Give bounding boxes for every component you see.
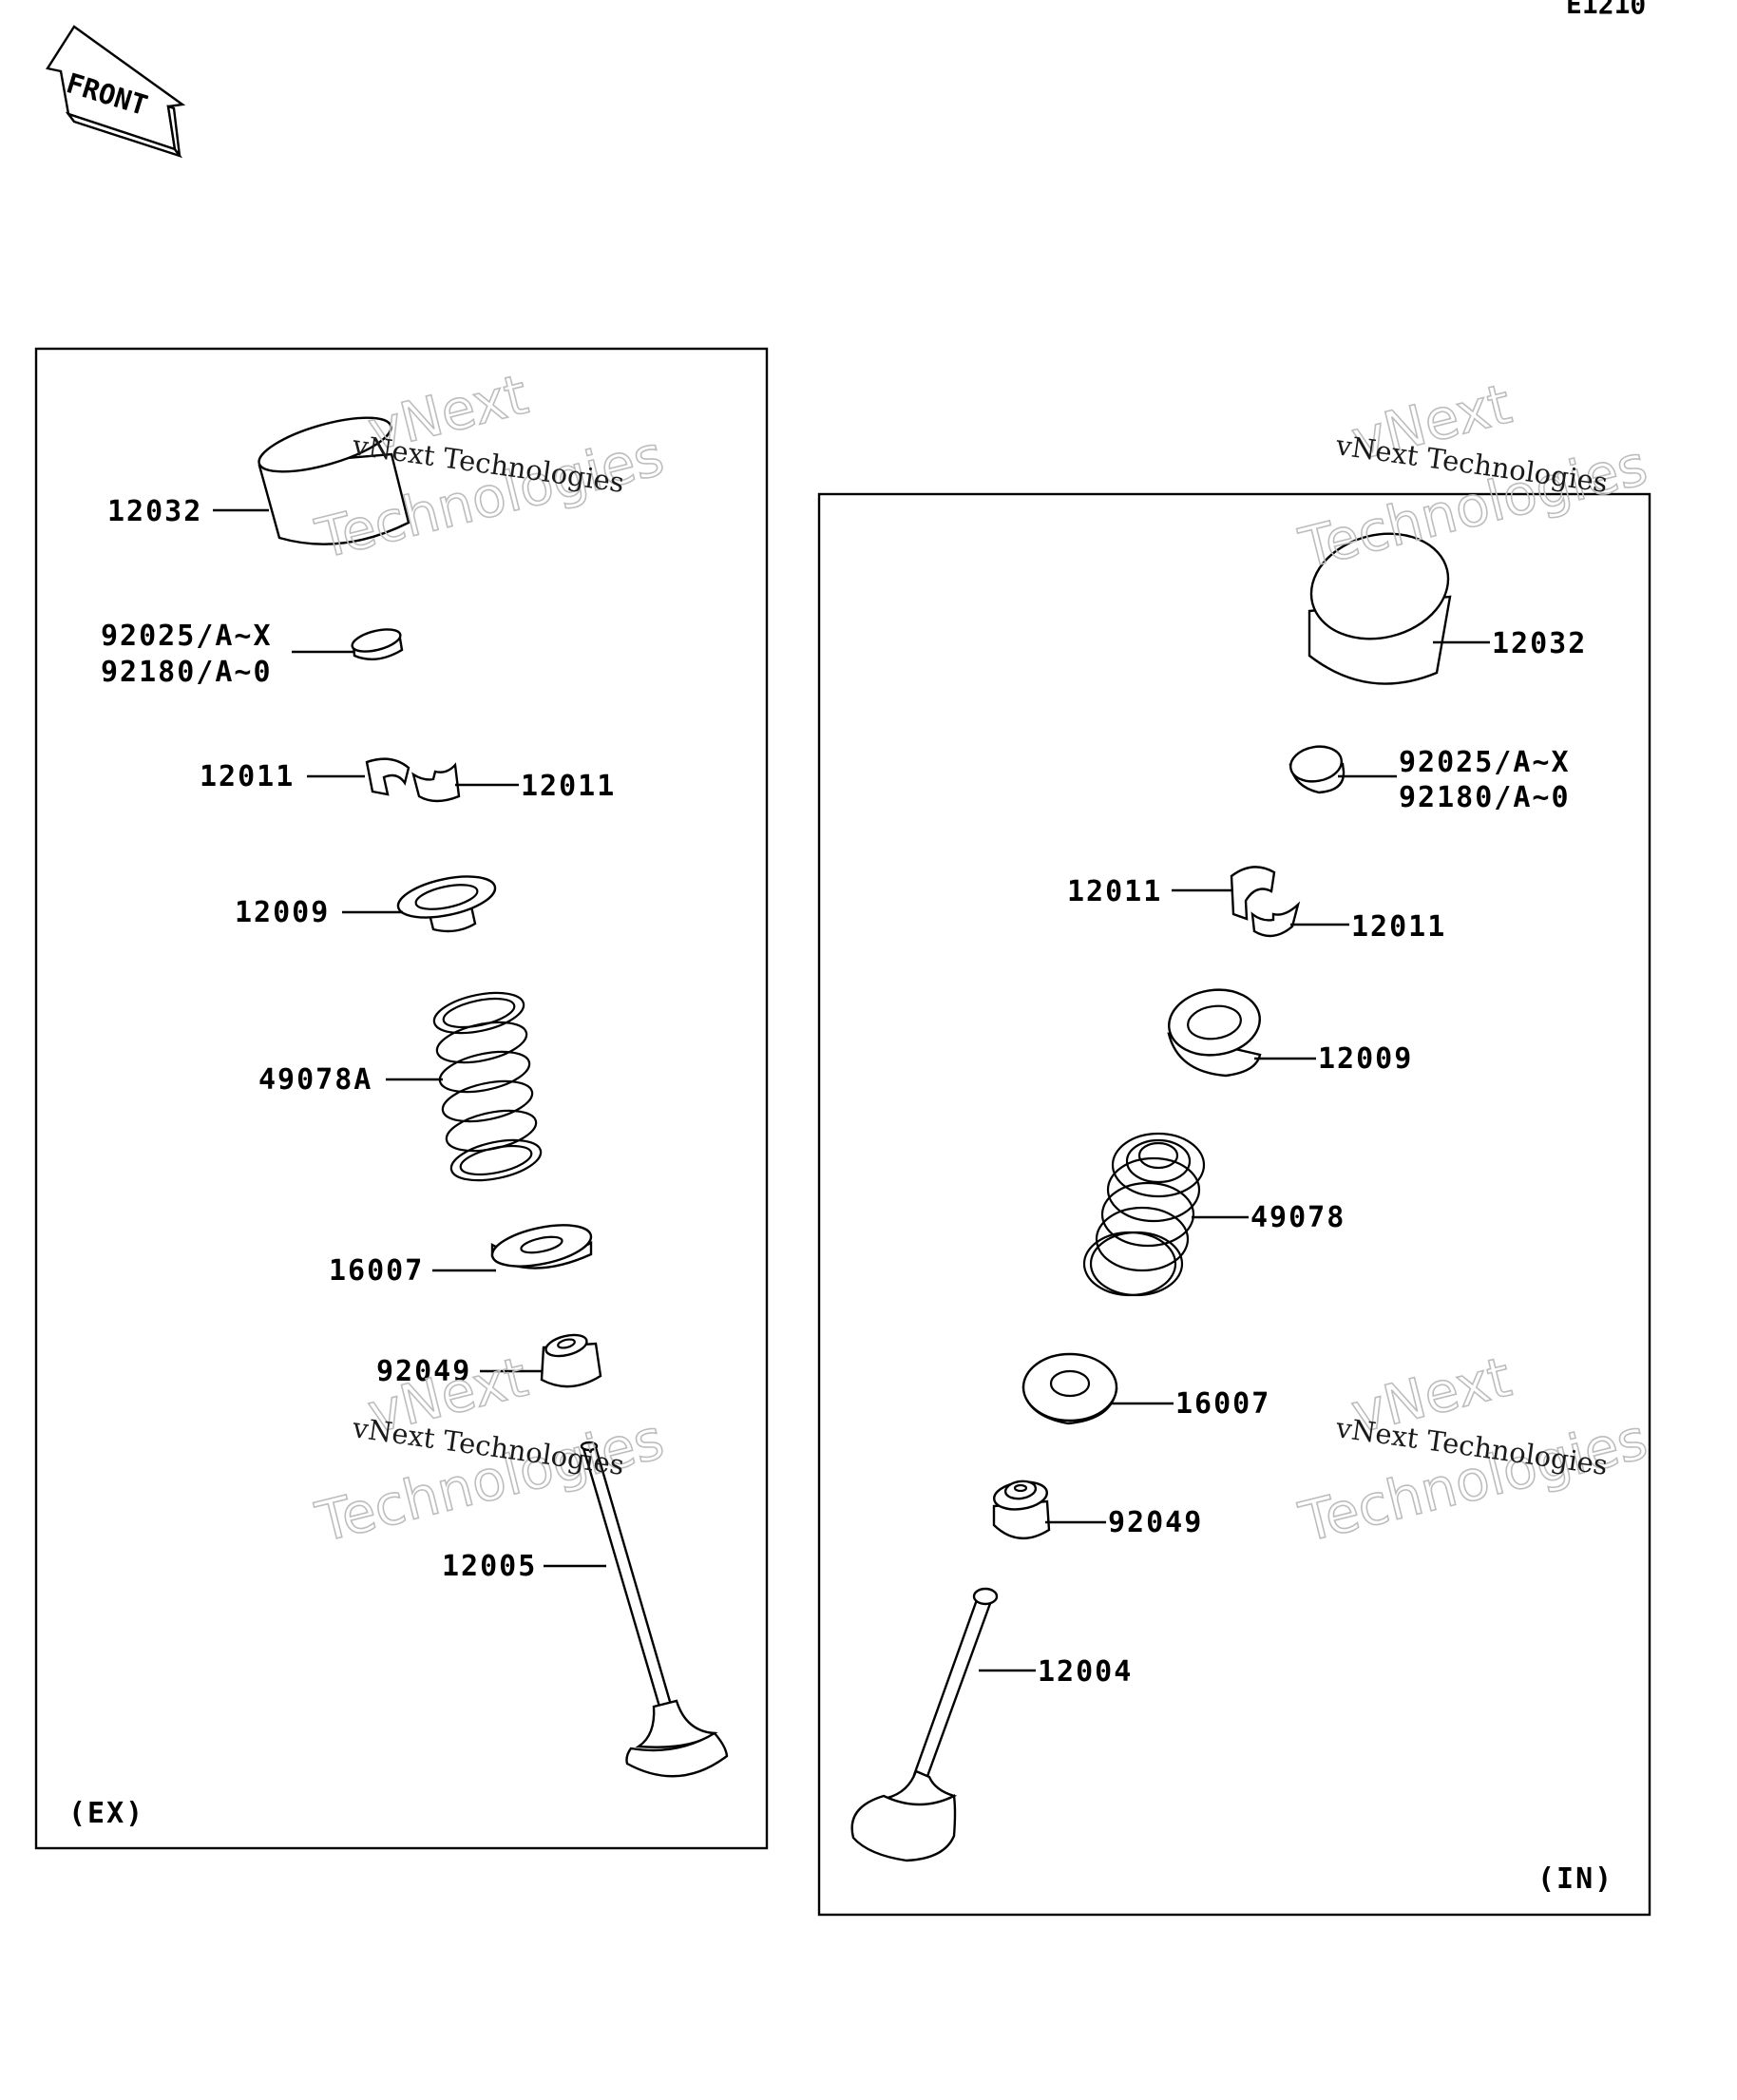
intake-parts: 12032 92025/A~X 92180/A~0 12011 12011 12… <box>850 532 1613 1896</box>
intake-panel <box>817 492 1651 1917</box>
exhaust-panel <box>34 347 769 1850</box>
page-code: E1210 <box>1566 0 1646 20</box>
in-label-stem-seal: 92049 <box>1108 1506 1203 1539</box>
ex-label-shim-b: 92180/A~0 <box>101 656 273 689</box>
ex-spring-seat <box>490 1224 593 1270</box>
in-retainer <box>1167 988 1262 1078</box>
ex-label-valve: 12005 <box>442 1550 537 1583</box>
in-spring <box>1082 1132 1206 1297</box>
ex-retainer <box>396 875 497 933</box>
ex-spring <box>432 991 543 1182</box>
in-label-spring: 49078 <box>1250 1201 1346 1234</box>
ex-tappet <box>258 416 410 545</box>
ex-cotter-left <box>365 757 410 796</box>
in-spring-seat <box>1021 1352 1118 1425</box>
in-label-retainer: 12009 <box>1318 1042 1413 1076</box>
ex-label-tappet: 12032 <box>107 495 202 528</box>
ex-panel-tag: (EX) <box>68 1797 144 1830</box>
in-tappet <box>1308 532 1452 685</box>
front-arrow: FRONT <box>46 25 186 159</box>
ex-label-stem-seal: 92049 <box>376 1355 471 1388</box>
in-valve <box>850 1587 999 1862</box>
in-cotter-top <box>1230 866 1276 921</box>
in-panel-tag: (IN) <box>1537 1862 1613 1896</box>
ex-valve <box>580 1441 729 1778</box>
in-label-spring-seat: 16007 <box>1175 1387 1270 1421</box>
ex-label-cotter-left: 12011 <box>200 760 295 793</box>
ex-label-spring: 49078A <box>258 1063 372 1097</box>
ex-stem-seal <box>540 1333 602 1388</box>
in-label-cotter-bottom: 12011 <box>1351 910 1446 944</box>
in-shim <box>1288 745 1346 794</box>
in-label-tappet: 12032 <box>1492 627 1587 660</box>
in-label-cotter-top: 12011 <box>1067 875 1162 908</box>
ex-label-shim-a: 92025/A~X <box>101 620 273 653</box>
in-label-shim-b: 92180/A~0 <box>1399 781 1571 814</box>
in-label-shim-a: 92025/A~X <box>1399 746 1571 779</box>
ex-label-cotter-right: 12011 <box>521 770 616 803</box>
ex-label-spring-seat: 16007 <box>329 1254 424 1288</box>
ex-label-retainer: 12009 <box>235 896 330 929</box>
in-label-valve: 12004 <box>1038 1655 1133 1689</box>
exhaust-parts: 12032 92025/A~X 92180/A~0 12011 12011 12… <box>68 416 729 1830</box>
in-stem-seal <box>992 1480 1051 1540</box>
ex-cotter-right <box>411 762 461 803</box>
ex-shim <box>351 628 404 661</box>
in-cotter-bottom <box>1250 901 1301 938</box>
